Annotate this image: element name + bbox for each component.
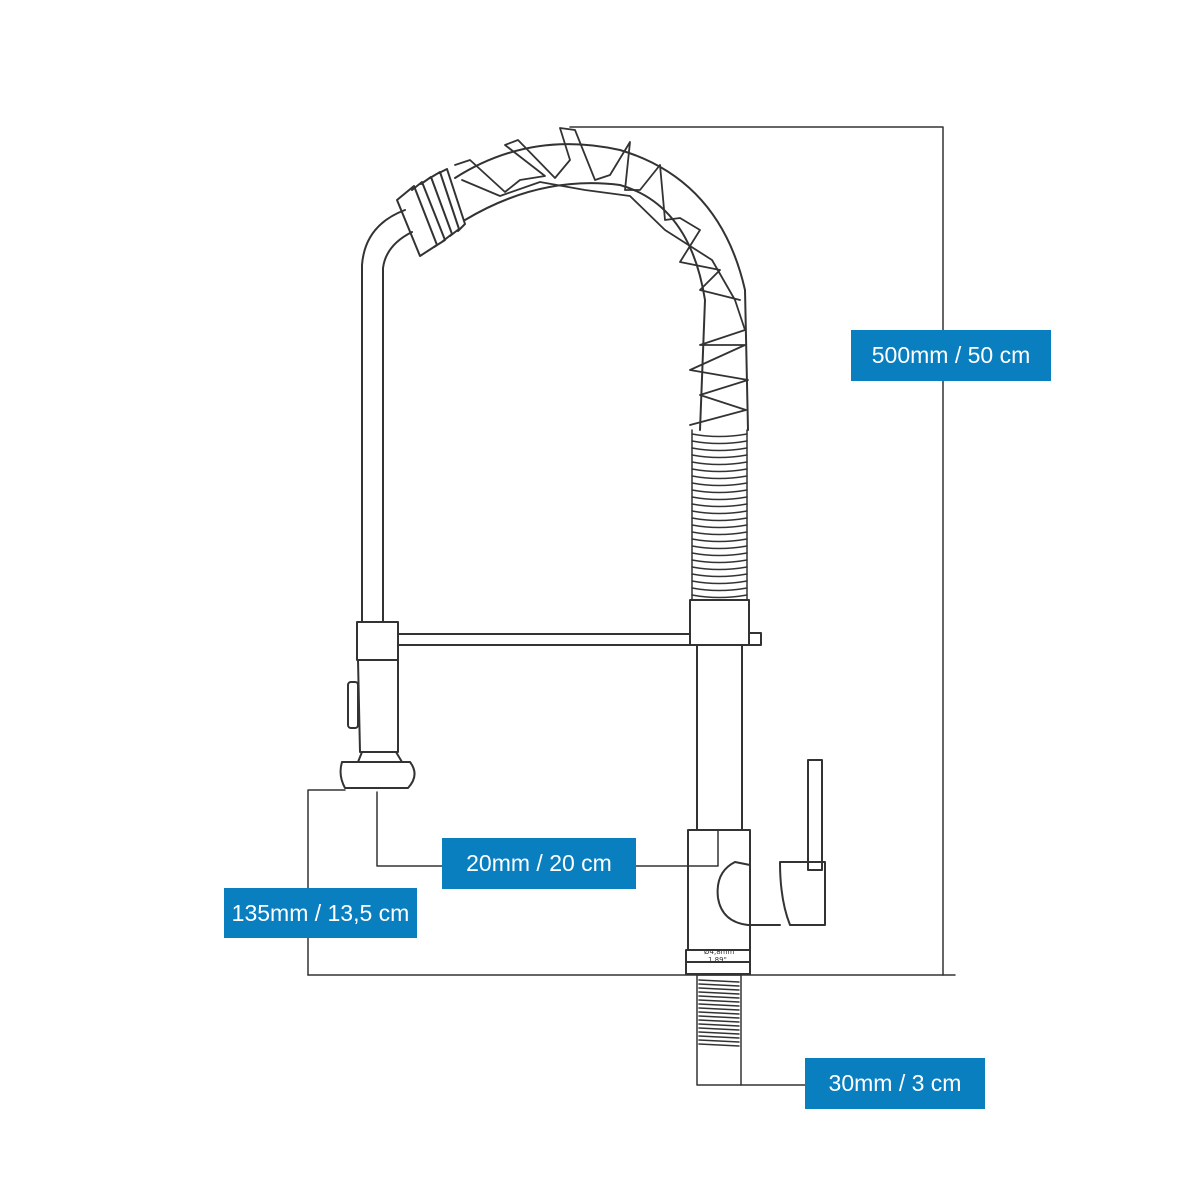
- shank-thread: [698, 1019, 740, 1023]
- corrugation-ring: [691, 440, 748, 445]
- corrugation-ring: [691, 510, 748, 515]
- corrugation-ring: [691, 447, 748, 452]
- spray-height-leader: [307, 789, 346, 976]
- spring-connector: [396, 168, 466, 257]
- shank-thread: [698, 1015, 740, 1019]
- shank-thread: [698, 987, 740, 991]
- spout-tube: [361, 209, 413, 623]
- corrugation-ring: [691, 559, 748, 564]
- corrugation-ring: [691, 594, 748, 599]
- crossbar: [397, 633, 691, 646]
- shank-thread: [698, 1007, 740, 1011]
- corrugation-ring: [691, 517, 748, 522]
- spray-head-face: [339, 761, 416, 789]
- corrugation-ring: [691, 573, 748, 578]
- corrugation-ring: [691, 566, 748, 571]
- shank-outline: [696, 974, 742, 1086]
- shank-thread: [698, 995, 740, 999]
- spout-offset-leader-right: [635, 829, 719, 867]
- spring-coil-upper: [454, 127, 741, 301]
- body-top-collar: [689, 599, 750, 646]
- height-dimension-line: [569, 126, 944, 976]
- body-pipe: [696, 644, 743, 831]
- connector-ring: [420, 176, 453, 242]
- body-valve-housing: [687, 829, 751, 951]
- dimension-lines: [307, 126, 956, 1086]
- spout-offset-leader-left: [376, 791, 443, 867]
- lever-hub: [779, 861, 826, 926]
- base-marking-line1: Ø4,8mm: [704, 948, 734, 956]
- shank-thread: [698, 1023, 740, 1027]
- corrugation-ring: [691, 524, 748, 529]
- threaded-shank: [696, 974, 742, 1086]
- arch-hose: [454, 143, 749, 431]
- shank-diameter-label: 30mm / 3 cm: [805, 1058, 985, 1109]
- corrugation-ring: [691, 552, 748, 557]
- spray-head-neck: [357, 751, 403, 763]
- corrugation-ring: [691, 545, 748, 550]
- shank-thread: [698, 1011, 740, 1015]
- connector-ring: [411, 181, 446, 248]
- spout-tube-inner: [382, 231, 413, 623]
- spray-button: [347, 681, 359, 729]
- coil-spring: [454, 127, 749, 426]
- base-marking: Ø4,8mm 1.89": [704, 948, 734, 964]
- spout-offset-label: 20mm / 20 cm: [442, 838, 636, 889]
- connector-ring: [438, 168, 466, 232]
- shank-thread: [698, 1039, 740, 1043]
- shank-thread: [698, 1027, 740, 1031]
- base-marking-line2: 1.89": [708, 956, 727, 964]
- corrugation-ring: [691, 496, 748, 501]
- shank-threads: [698, 979, 740, 1047]
- lever-rod: [807, 759, 823, 871]
- corrugation-ring: [691, 468, 748, 473]
- shank-thread: [698, 979, 740, 983]
- arch-hose-inner: [464, 182, 706, 431]
- corrugation-ring: [691, 433, 748, 438]
- connector-ring: [396, 185, 438, 257]
- shank-thread: [698, 991, 740, 995]
- corrugation-ring: [691, 587, 748, 592]
- total-height-label: 500mm / 50 cm: [851, 330, 1051, 381]
- connector-ring: [429, 171, 460, 237]
- corrugation-ring: [691, 531, 748, 536]
- corrugation-ring: [691, 482, 748, 487]
- collar-button: [748, 632, 762, 646]
- spring-coil-upper-b: [461, 179, 749, 426]
- shank-thread: [698, 983, 740, 987]
- corrugation-ring: [691, 489, 748, 494]
- arch-hose-outer: [454, 143, 749, 431]
- corrugation-ring: [691, 454, 748, 459]
- spray-head-collar: [356, 621, 399, 661]
- body-valve-knob: [716, 861, 781, 926]
- corrugated-hose: [691, 429, 748, 601]
- faucet-body: [685, 599, 781, 975]
- corrugation-ring: [691, 475, 748, 480]
- spray-head-height-label: 135mm / 13,5 cm: [224, 888, 417, 938]
- corrugation-ring: [691, 461, 748, 466]
- shank-thread: [698, 1031, 740, 1035]
- lever-handle: [779, 759, 826, 926]
- shank-thread: [698, 999, 740, 1003]
- shank-thread: [698, 1035, 740, 1039]
- spray-head: [339, 621, 416, 789]
- spray-head-body: [357, 659, 399, 753]
- corrugation-ring: [691, 503, 748, 508]
- corrugation-ring: [691, 580, 748, 585]
- corrugation-ring: [691, 538, 748, 543]
- shank-thread: [698, 1043, 740, 1047]
- shank-thread: [698, 1003, 740, 1007]
- corrugation-rings: [691, 433, 748, 599]
- spout-tube-outer: [361, 209, 406, 623]
